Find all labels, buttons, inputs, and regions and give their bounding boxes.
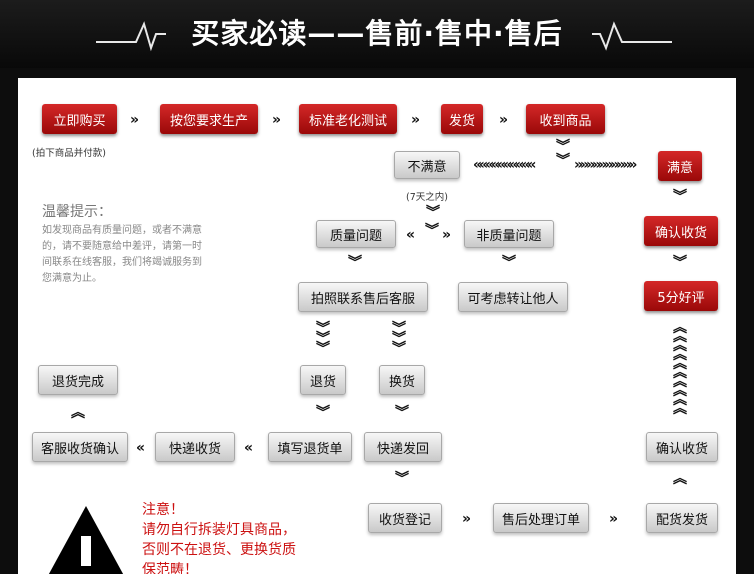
step-aging: 标准老化测试	[299, 104, 397, 134]
step-quality: 质量问题	[316, 220, 396, 248]
tips-line: 间联系在线客服，我们将竭诚服务到	[42, 257, 202, 268]
notice-line: 保范畴！	[142, 562, 198, 574]
step-ship: 发货	[441, 104, 483, 134]
notice-line: 注意！	[142, 502, 184, 518]
arrow-down-receive: ︾︾	[556, 139, 570, 169]
arrow-down-confirm-1: ︾	[673, 255, 687, 271]
order-note: (拍下商品并付款)	[32, 148, 106, 159]
tips-body: 如发现商品有质量问题，或者不满意 的，请不要随意给中差评，请第一时 间联系在线客…	[42, 223, 202, 287]
arrow-down-nonquality: ︾	[502, 255, 516, 271]
notice-line: 请勿自行拆装灯具商品，	[142, 522, 296, 538]
arrow-down-satisfied: ︾	[673, 189, 687, 205]
step-return-done: 退货完成	[38, 365, 118, 395]
notice-line: 否则不在退货、更换货质	[142, 542, 296, 558]
page-title: 买家必读——售前·售中·售后	[191, 17, 563, 50]
step-courier-recv: 快递收货	[155, 432, 235, 462]
step-confirm-2: 确认收货	[646, 432, 718, 462]
arrow-right-1: »	[130, 112, 140, 128]
arrow-split-right: »»»»»»»»»»	[574, 157, 637, 173]
step-satisfied: 满意	[658, 151, 702, 181]
arrow-right-4: »	[499, 112, 509, 128]
arrow-down-to-return: ︾︾︾	[316, 321, 330, 357]
arrow-down-branch: ︾	[425, 223, 439, 239]
arrow-right-5: »	[462, 511, 472, 527]
arrow-down-quality: ︾	[348, 255, 362, 271]
tips-line: 的，请不要随意给中差评，请第一时	[42, 241, 202, 252]
step-rating: 5分好评	[644, 281, 718, 311]
arrow-split-left: ««««««««««	[473, 157, 536, 173]
step-checkin: 收货登记	[368, 503, 442, 533]
arrow-up-confirm-2: ︽	[673, 471, 687, 487]
flow-panel: 立即购买 » 按您要求生产 » 标准老化测试 » 发货 » 收到商品 (拍下商品…	[18, 78, 736, 574]
arrow-down-unsatisfied: ︾	[426, 205, 440, 221]
arrow-up-to-rating: ︽︽︽︽︽︽︽︽︽︽	[673, 320, 687, 417]
days-note: (7天之内)	[406, 192, 448, 203]
tips-line: 您满意为止。	[42, 273, 102, 284]
step-process: 售后处理订单	[493, 503, 589, 533]
step-fill-return: 填写退货单	[268, 432, 352, 462]
arrow-right-6: »	[609, 511, 619, 527]
pulse-right-icon	[592, 21, 672, 51]
step-nonquality: 非质量问题	[464, 220, 554, 248]
header-banner: 买家必读——售前·售中·售后	[0, 0, 754, 68]
notice-text: 注意！ 请勿自行拆装灯具商品， 否则不在退货、更换货质 保范畴！	[142, 500, 296, 574]
step-unsatisfied: 不满意	[394, 151, 460, 179]
arrow-down-return: ︾	[316, 405, 330, 421]
arrow-right-2: »	[272, 112, 282, 128]
arrow-left-2: «	[244, 440, 254, 456]
tips-title: 温馨提示：	[42, 204, 112, 220]
arrow-down-courier-back: ︾	[395, 471, 409, 487]
arrow-left-1: «	[136, 440, 146, 456]
step-exchange: 换货	[379, 365, 425, 395]
step-receive: 收到商品	[526, 104, 605, 134]
pulse-left-icon	[96, 21, 166, 52]
step-cs-confirm: 客服收货确认	[32, 432, 128, 462]
step-courier-back: 快递发回	[364, 432, 442, 462]
warning-triangle-icon	[48, 506, 124, 574]
arrow-down-to-exchange: ︾︾︾	[392, 321, 406, 357]
step-photo: 拍照联系售后客服	[298, 282, 428, 312]
arrow-up-return-done: ︽	[71, 405, 85, 421]
tips-line: 如发现商品有质量问题，或者不满意	[42, 225, 202, 236]
arrow-down-exchange: ︾	[395, 405, 409, 421]
step-confirm-1: 确认收货	[644, 216, 718, 246]
step-produce: 按您要求生产	[160, 104, 258, 134]
step-reship: 配货发货	[646, 503, 718, 533]
step-buy: 立即购买	[42, 104, 117, 134]
arrow-right-3: »	[411, 112, 421, 128]
arrow-to-quality: «	[406, 227, 416, 243]
step-return: 退货	[300, 365, 346, 395]
step-transfer: 可考虑转让他人	[458, 282, 568, 312]
arrow-to-nonquality: »	[442, 227, 452, 243]
